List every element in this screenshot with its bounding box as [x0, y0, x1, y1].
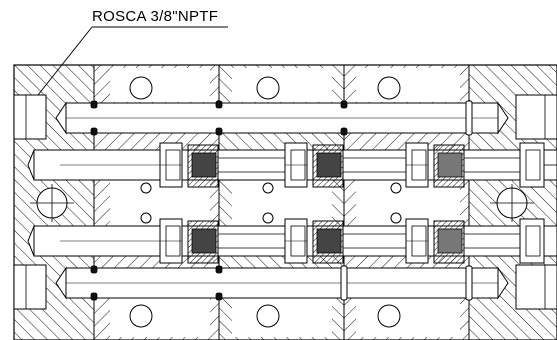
cooling-holes-bottom	[129, 304, 401, 328]
left-center-hole	[30, 184, 74, 222]
small-holes-middle	[140, 182, 402, 224]
right-center-hole	[490, 184, 534, 222]
lower-bolt-assemblies	[159, 218, 545, 264]
right-port-bottom	[515, 264, 557, 310]
upper-bolt-assemblies	[159, 142, 557, 188]
thread-callout-label: ROSCA 3/8"NPTF	[92, 8, 219, 25]
bottom-bore	[55, 266, 509, 300]
top-bore	[55, 101, 509, 135]
left-port-top	[13, 94, 47, 140]
left-port-bottom	[13, 264, 47, 310]
bolt-shafts	[218, 157, 520, 249]
cooling-holes-top	[129, 76, 401, 100]
right-port-top	[515, 94, 557, 140]
o-rings-outline	[340, 100, 473, 301]
o-rings	[90, 100, 348, 301]
